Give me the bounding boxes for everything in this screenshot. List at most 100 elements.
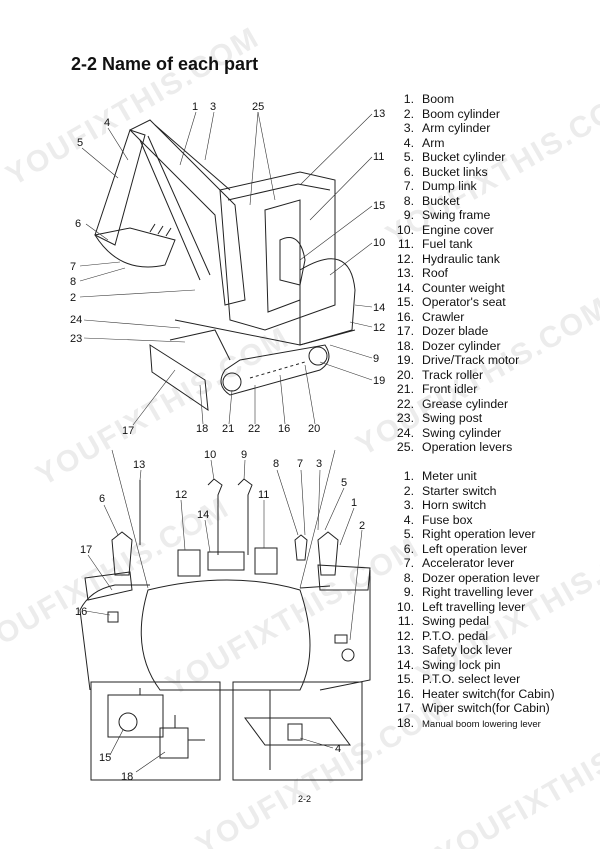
callout: 4 <box>104 117 110 129</box>
inset-box-right <box>232 681 363 781</box>
callout: 11 <box>373 151 384 163</box>
cab-callouts: 10 9 13 8 7 3 5 1 6 12 14 11 2 17 16 <box>75 449 365 618</box>
boom-shape <box>129 119 246 306</box>
pipes <box>139 688 205 741</box>
callout: 20 <box>308 423 320 435</box>
list-item: 18.Manual boom lowering lever <box>396 715 541 730</box>
list-item: 21.Front idler <box>396 382 478 396</box>
travelling-levers <box>207 478 253 555</box>
callout: 13 <box>133 459 145 471</box>
inset-box-left <box>90 681 221 781</box>
callout: 22 <box>248 423 260 435</box>
right-console-outline <box>319 570 371 691</box>
roof-edge <box>227 183 331 201</box>
list-item: 13.Safety lock lever <box>396 643 513 657</box>
list-item: 14.Swing lock pin <box>396 657 501 672</box>
list-item: 1.Boom <box>403 92 455 106</box>
cab-interior-illustration <box>79 449 371 691</box>
list-item: 23.Swing post <box>396 411 483 425</box>
dozer-blade <box>149 344 209 412</box>
list-item: 4.Fuse box <box>403 512 473 527</box>
valve-block <box>107 694 164 738</box>
callout: 12 <box>175 489 187 501</box>
callout: 14 <box>373 302 385 314</box>
callout: 2 <box>70 292 76 304</box>
list-item: 20.Track roller <box>396 367 484 382</box>
list-item: 10.Engine cover <box>396 222 494 237</box>
left-console-outline <box>79 584 150 691</box>
list-item: 17.Dozer blade <box>396 324 489 338</box>
list-item: 18.Dozer cylinder <box>396 338 501 353</box>
heater-switch <box>107 611 119 623</box>
callout: 15 <box>373 200 385 212</box>
seat-cushion <box>140 579 311 691</box>
counterweight-shape <box>299 258 356 346</box>
callout: 6 <box>99 493 105 505</box>
cab-door <box>264 199 301 313</box>
swing-frame-line <box>174 319 356 346</box>
right-armrest <box>317 564 371 591</box>
list-item: 6.Left operation lever <box>403 541 528 556</box>
list-item: 7.Dump link <box>403 179 477 193</box>
list-item: 24.Swing cylinder <box>396 425 502 440</box>
callout: 5 <box>77 137 83 149</box>
arm-cylinder-line <box>154 124 231 191</box>
swing-post-line <box>169 329 231 361</box>
meter-unit <box>334 634 348 644</box>
callout: 15 <box>99 752 111 764</box>
list-item: 5.Right operation lever <box>403 527 536 541</box>
list-item: 2.Starter switch <box>403 483 497 498</box>
callout: 6 <box>75 218 81 230</box>
callout: 7 <box>70 261 76 273</box>
callout: 2 <box>359 520 365 532</box>
list-item: 3.Arm cylinder <box>403 121 491 135</box>
list-item: 8.Dozer operation lever <box>403 570 540 585</box>
callout: 5 <box>341 477 347 489</box>
callout: 1 <box>351 497 357 509</box>
leader-4 <box>299 737 334 749</box>
list-item: 12.Hydraulic tank <box>396 251 500 266</box>
fuse-panel <box>244 690 351 770</box>
pto-select-lever-knob <box>118 712 138 732</box>
list-item: 2.Boom cylinder <box>403 106 500 121</box>
callout: 8 <box>70 276 76 288</box>
starter-switch <box>341 648 355 662</box>
callout: 9 <box>373 353 379 365</box>
list-item: 10.Left travelling lever <box>396 599 526 614</box>
list-item: 17.Wiper switch(for Cabin) <box>396 701 550 715</box>
page-title: 2-2 Name of each part <box>71 54 259 74</box>
bucket-shape <box>94 227 176 268</box>
callout: 23 <box>70 333 82 345</box>
swing-pedal <box>254 547 278 575</box>
callout: 12 <box>373 322 385 334</box>
callout: 9 <box>241 449 247 461</box>
callout: 3 <box>316 458 322 470</box>
list-item: 19.Drive/Track motor <box>396 353 520 367</box>
leader-15 <box>109 729 124 756</box>
callout: 4 <box>335 743 341 755</box>
list-item: 9.Swing frame <box>403 208 491 222</box>
callout: 19 <box>373 375 385 387</box>
inset-callouts: 15 18 4 <box>99 743 341 783</box>
bucket-teeth <box>149 223 172 237</box>
callout: 7 <box>297 458 303 470</box>
callout: 8 <box>273 458 279 470</box>
fuse-box-illustration <box>244 690 351 770</box>
seat-edge <box>299 585 331 589</box>
callout: 11 <box>258 489 269 501</box>
callout: 10 <box>373 237 385 249</box>
callout: 3 <box>210 101 216 113</box>
page-number: 2-2 <box>298 794 312 804</box>
list-item: 22.Grease cylinder <box>396 396 509 411</box>
excavator-illustration <box>79 111 373 426</box>
valve-body <box>159 727 189 759</box>
list-item: 4.Arm <box>403 135 445 150</box>
callout: 10 <box>204 449 216 461</box>
list-item: 11.Swing pedal <box>397 614 489 628</box>
list-item: 11.Fuel tank <box>397 237 473 251</box>
left-operation-lever <box>111 531 133 576</box>
list-item: 14.Counter weight <box>396 280 505 295</box>
parts-list-cab: 1.Meter unit 2.Starter switch 3.Horn swi… <box>392 469 555 730</box>
callout: 25 <box>252 101 264 113</box>
